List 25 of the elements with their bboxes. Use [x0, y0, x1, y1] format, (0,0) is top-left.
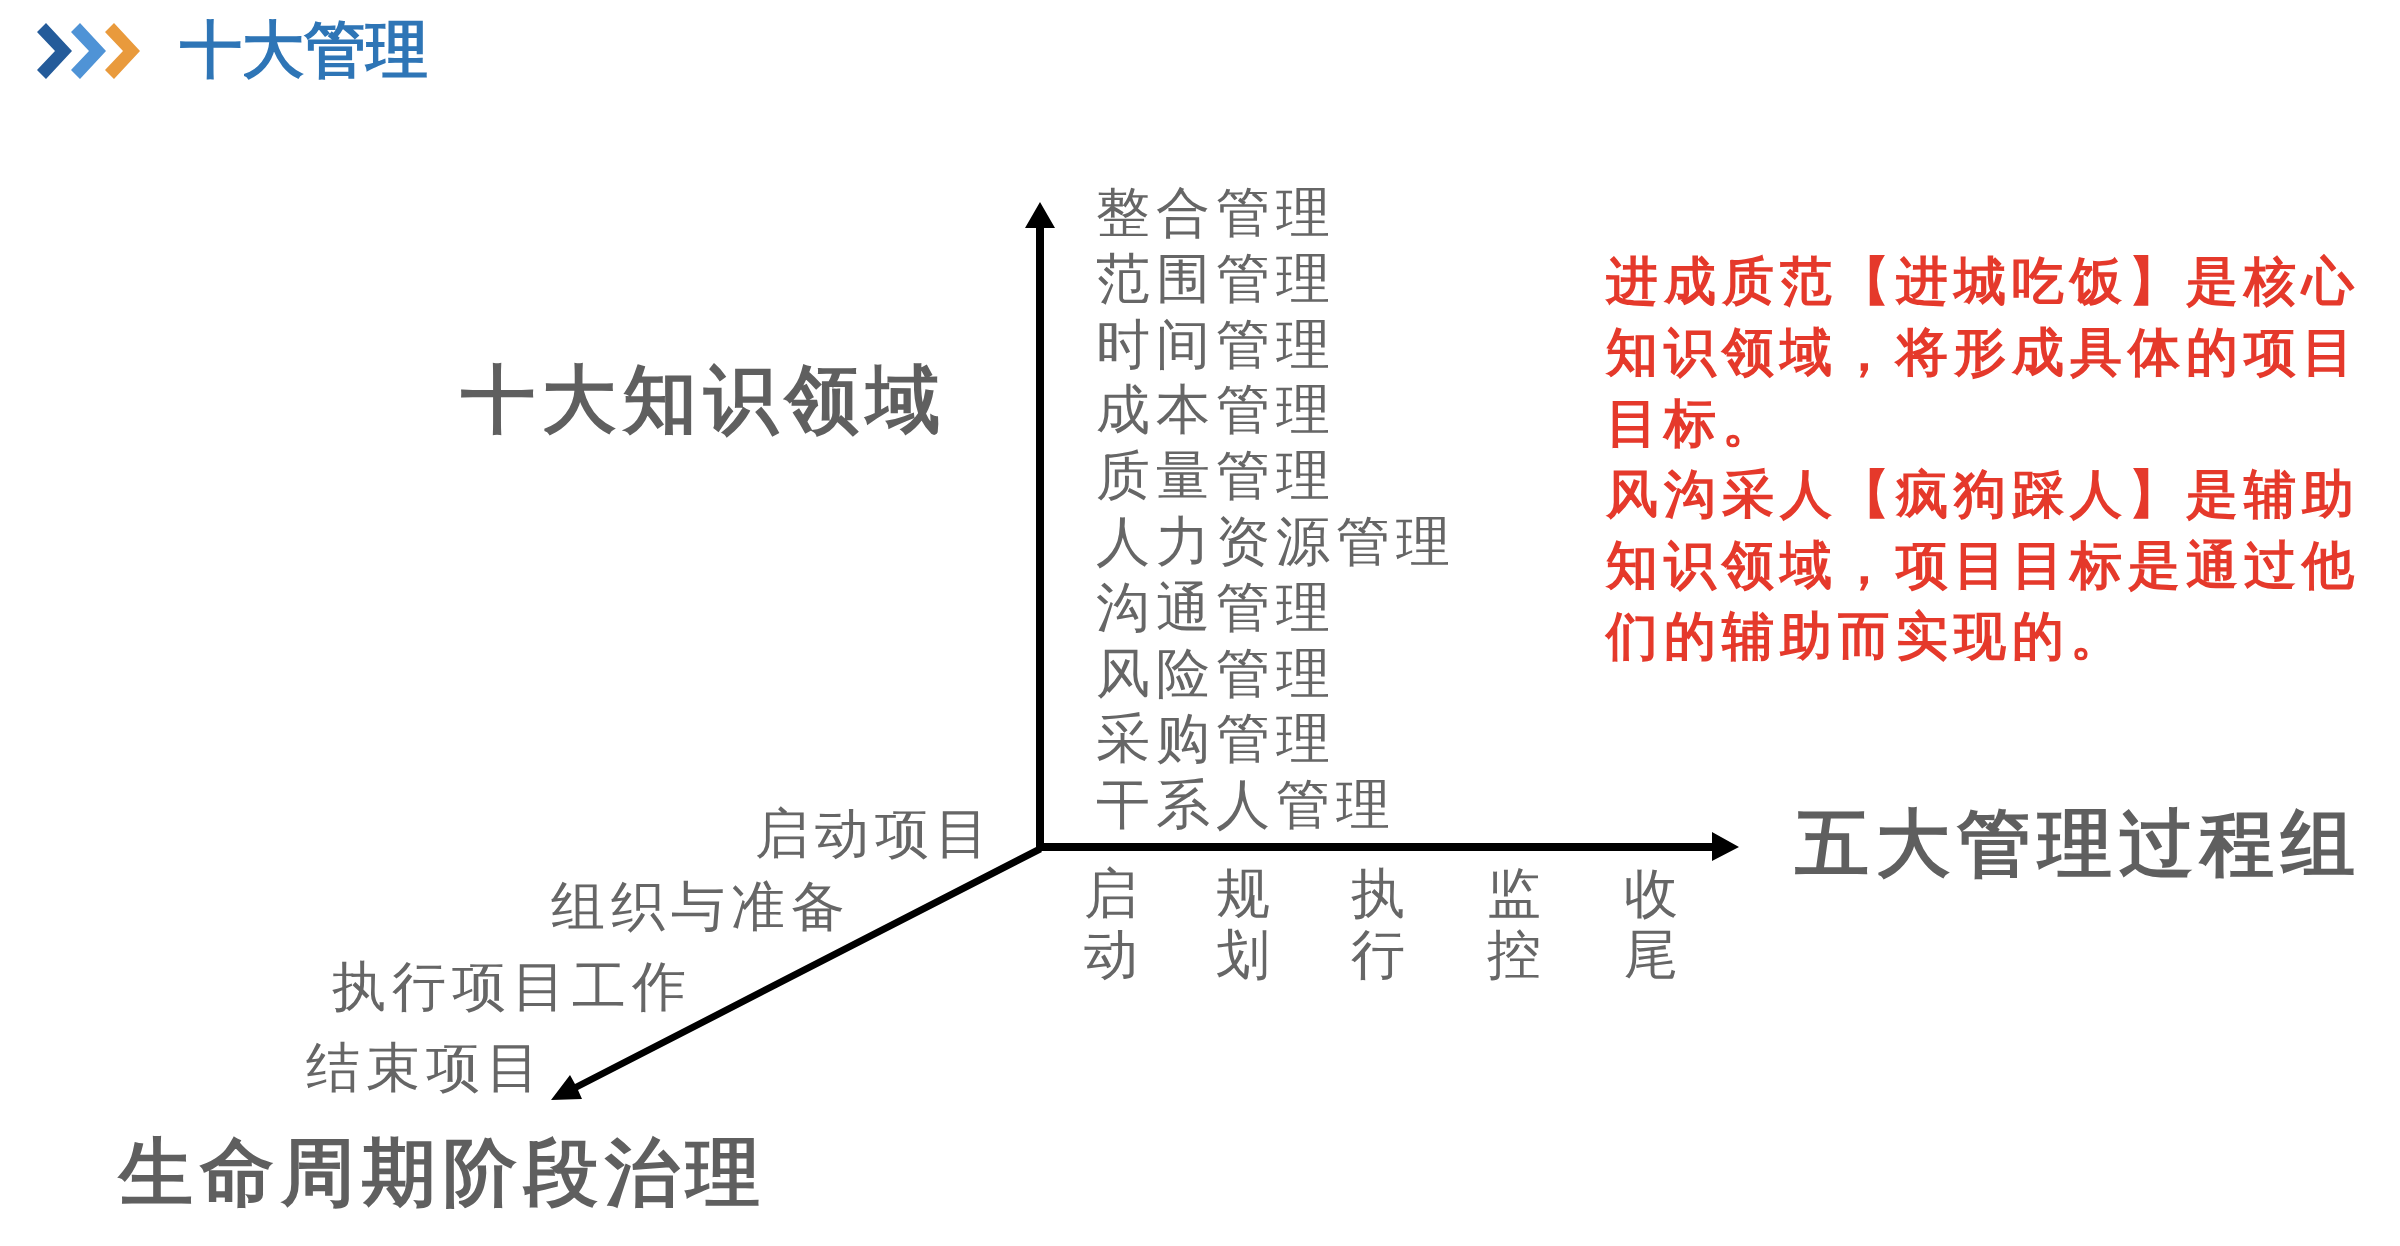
knowledge-area-label: 采购管理	[1096, 708, 1336, 771]
process-group-label: 执行	[1351, 863, 1405, 986]
page-title: 十大管理	[180, 13, 428, 88]
knowledge-area-label: 风险管理	[1096, 643, 1336, 706]
note-text: 进成质范【进城吃饭】是核心知识领域，将形成具体的项目目标。	[1606, 249, 2361, 455]
lifecycle-phase-label: 执行项目工作	[332, 956, 692, 1019]
axis-title: 生命周期阶段治理	[119, 1130, 767, 1216]
knowledge-area-label: 沟通管理	[1096, 577, 1336, 640]
knowledge-area-label: 时间管理	[1096, 314, 1336, 377]
knowledge-area-label: 范围管理	[1096, 248, 1336, 311]
lifecycle-phase-label: 结束项目	[306, 1037, 546, 1100]
knowledge-area-label: 人力资源管理	[1096, 511, 1456, 574]
knowledge-area-label: 成本管理	[1096, 379, 1336, 442]
knowledge-area-label: 整合管理	[1096, 182, 1336, 245]
note-text: 风沟采人【疯狗踩人】是辅助知识领域，项目目标是通过他们的辅助而实现的。	[1606, 462, 2361, 668]
process-group-label: 收尾	[1624, 863, 1678, 986]
process-group-label: 启动	[1084, 863, 1138, 986]
knowledge-area-label: 干系人管理	[1096, 774, 1396, 837]
lifecycle-phase-label: 组织与准备	[551, 876, 851, 939]
axis-title: 五大管理过程组	[1795, 801, 2362, 887]
process-group-label: 监控	[1487, 863, 1541, 986]
process-group-label: 规划	[1216, 863, 1270, 986]
axis-title: 十大知识领域	[461, 357, 947, 443]
knowledge-area-label: 质量管理	[1096, 445, 1336, 508]
lifecycle-phase-label: 启动项目	[755, 803, 995, 866]
